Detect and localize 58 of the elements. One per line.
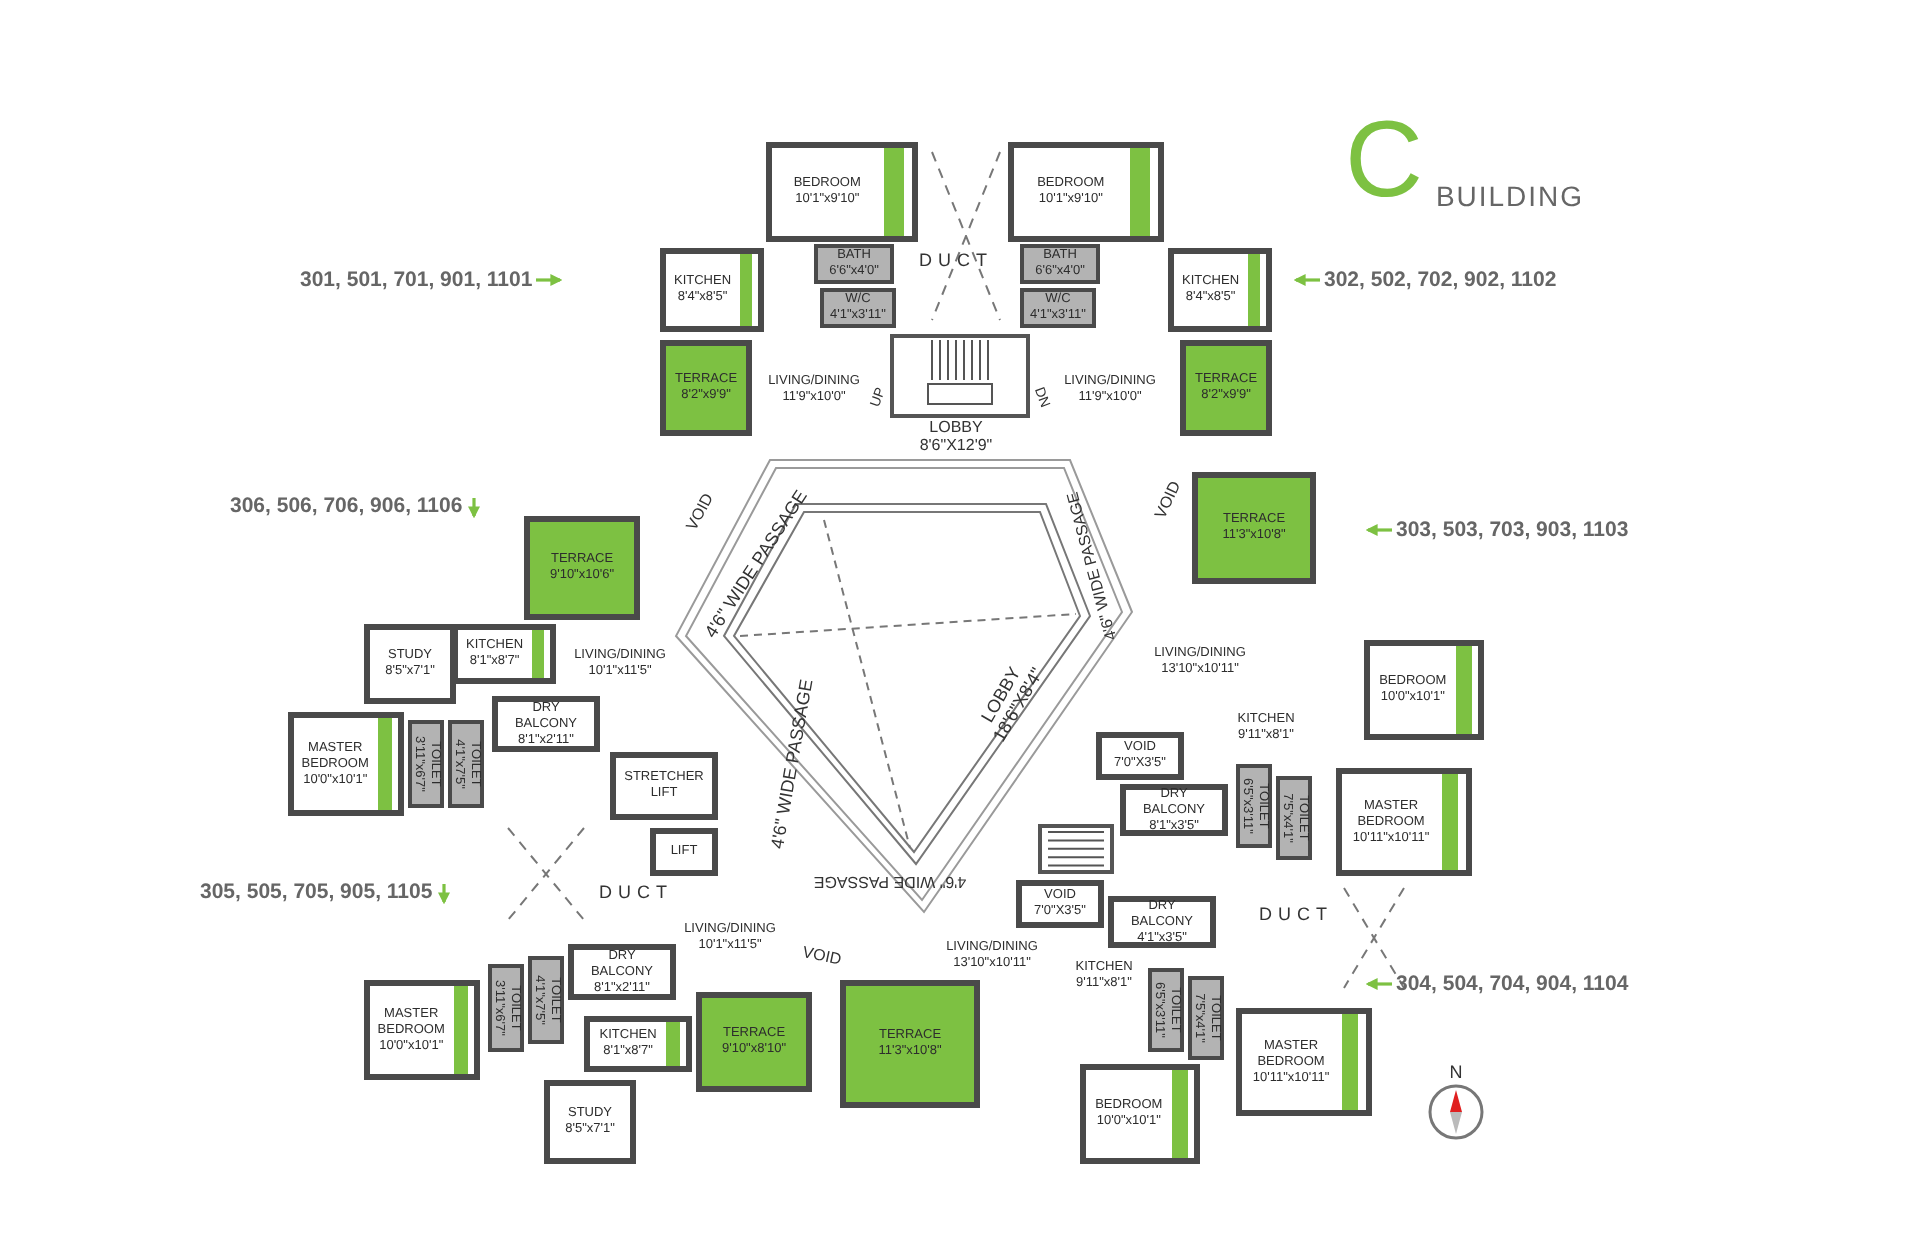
toilet-room [1276, 776, 1312, 860]
terrace-area [840, 980, 980, 1108]
unit-numbers: 306, 506, 706, 906, 1106 [230, 494, 463, 518]
unit-numbers: 302, 502, 702, 902, 1102 [1324, 268, 1557, 292]
void-label: VOID [1151, 478, 1185, 522]
toilet-room [448, 720, 484, 808]
toilet-room [1148, 968, 1184, 1052]
room-outline [452, 624, 556, 684]
terrace-area [524, 516, 640, 620]
room-outline [1008, 142, 1164, 242]
room-outline [1108, 896, 1216, 948]
building-name: BUILDING [1435, 179, 1585, 213]
room-outline [1336, 768, 1472, 876]
room-outline [364, 624, 456, 704]
toilet-room [488, 964, 524, 1052]
room-outline [544, 1080, 636, 1164]
toilet-room [528, 956, 564, 1044]
lobby-label: LOBBY 8'6"X12'9" [917, 417, 995, 455]
room-outline [766, 142, 918, 242]
room-outline [364, 980, 480, 1080]
unit-numbers: 301, 501, 701, 901, 1101 [300, 268, 533, 292]
unit-numbers: 304, 504, 704, 904, 1104 [1396, 972, 1629, 996]
toilet-room [1236, 764, 1272, 848]
duct-label: DUCT [1259, 903, 1333, 925]
void-label: VOID [682, 490, 718, 534]
room-outline [650, 828, 718, 876]
duct-label: DUCT [919, 249, 993, 271]
room-outline [288, 712, 404, 816]
room-outline [610, 752, 718, 820]
duct-label: DUCT [599, 881, 673, 903]
room-outline [1364, 640, 1484, 740]
building-letter: C [1345, 106, 1423, 214]
terrace-area [696, 992, 812, 1092]
room-outline [1016, 880, 1104, 928]
room-outline [1080, 1064, 1200, 1164]
room-outline [492, 696, 600, 752]
toilet-room [1020, 288, 1096, 328]
room-outline [584, 1016, 692, 1072]
room-outline [660, 248, 764, 332]
unit-numbers: 305, 505, 705, 905, 1105 [200, 880, 433, 904]
void-label: VOID [800, 942, 844, 970]
toilet-room [1188, 976, 1224, 1060]
room-outline [1236, 1008, 1372, 1116]
passage-label: 4'6" WIDE PASSAGE [766, 677, 818, 851]
terrace-area [1192, 472, 1316, 584]
toilet-room [814, 244, 894, 284]
compass-north-label: N [1449, 1061, 1463, 1083]
room-outline [1120, 784, 1228, 836]
toilet-room [820, 288, 896, 328]
room-outline [1168, 248, 1272, 332]
passage-label: 4'6" WIDE PASSAGE [813, 872, 967, 892]
toilet-room [1020, 244, 1100, 284]
terrace-area [1180, 340, 1272, 436]
unit-numbers: 303, 503, 703, 903, 1103 [1396, 518, 1629, 542]
room-outline [1096, 732, 1184, 780]
toilet-room [408, 720, 444, 808]
room-outline [568, 944, 676, 1000]
terrace-area [660, 340, 752, 436]
